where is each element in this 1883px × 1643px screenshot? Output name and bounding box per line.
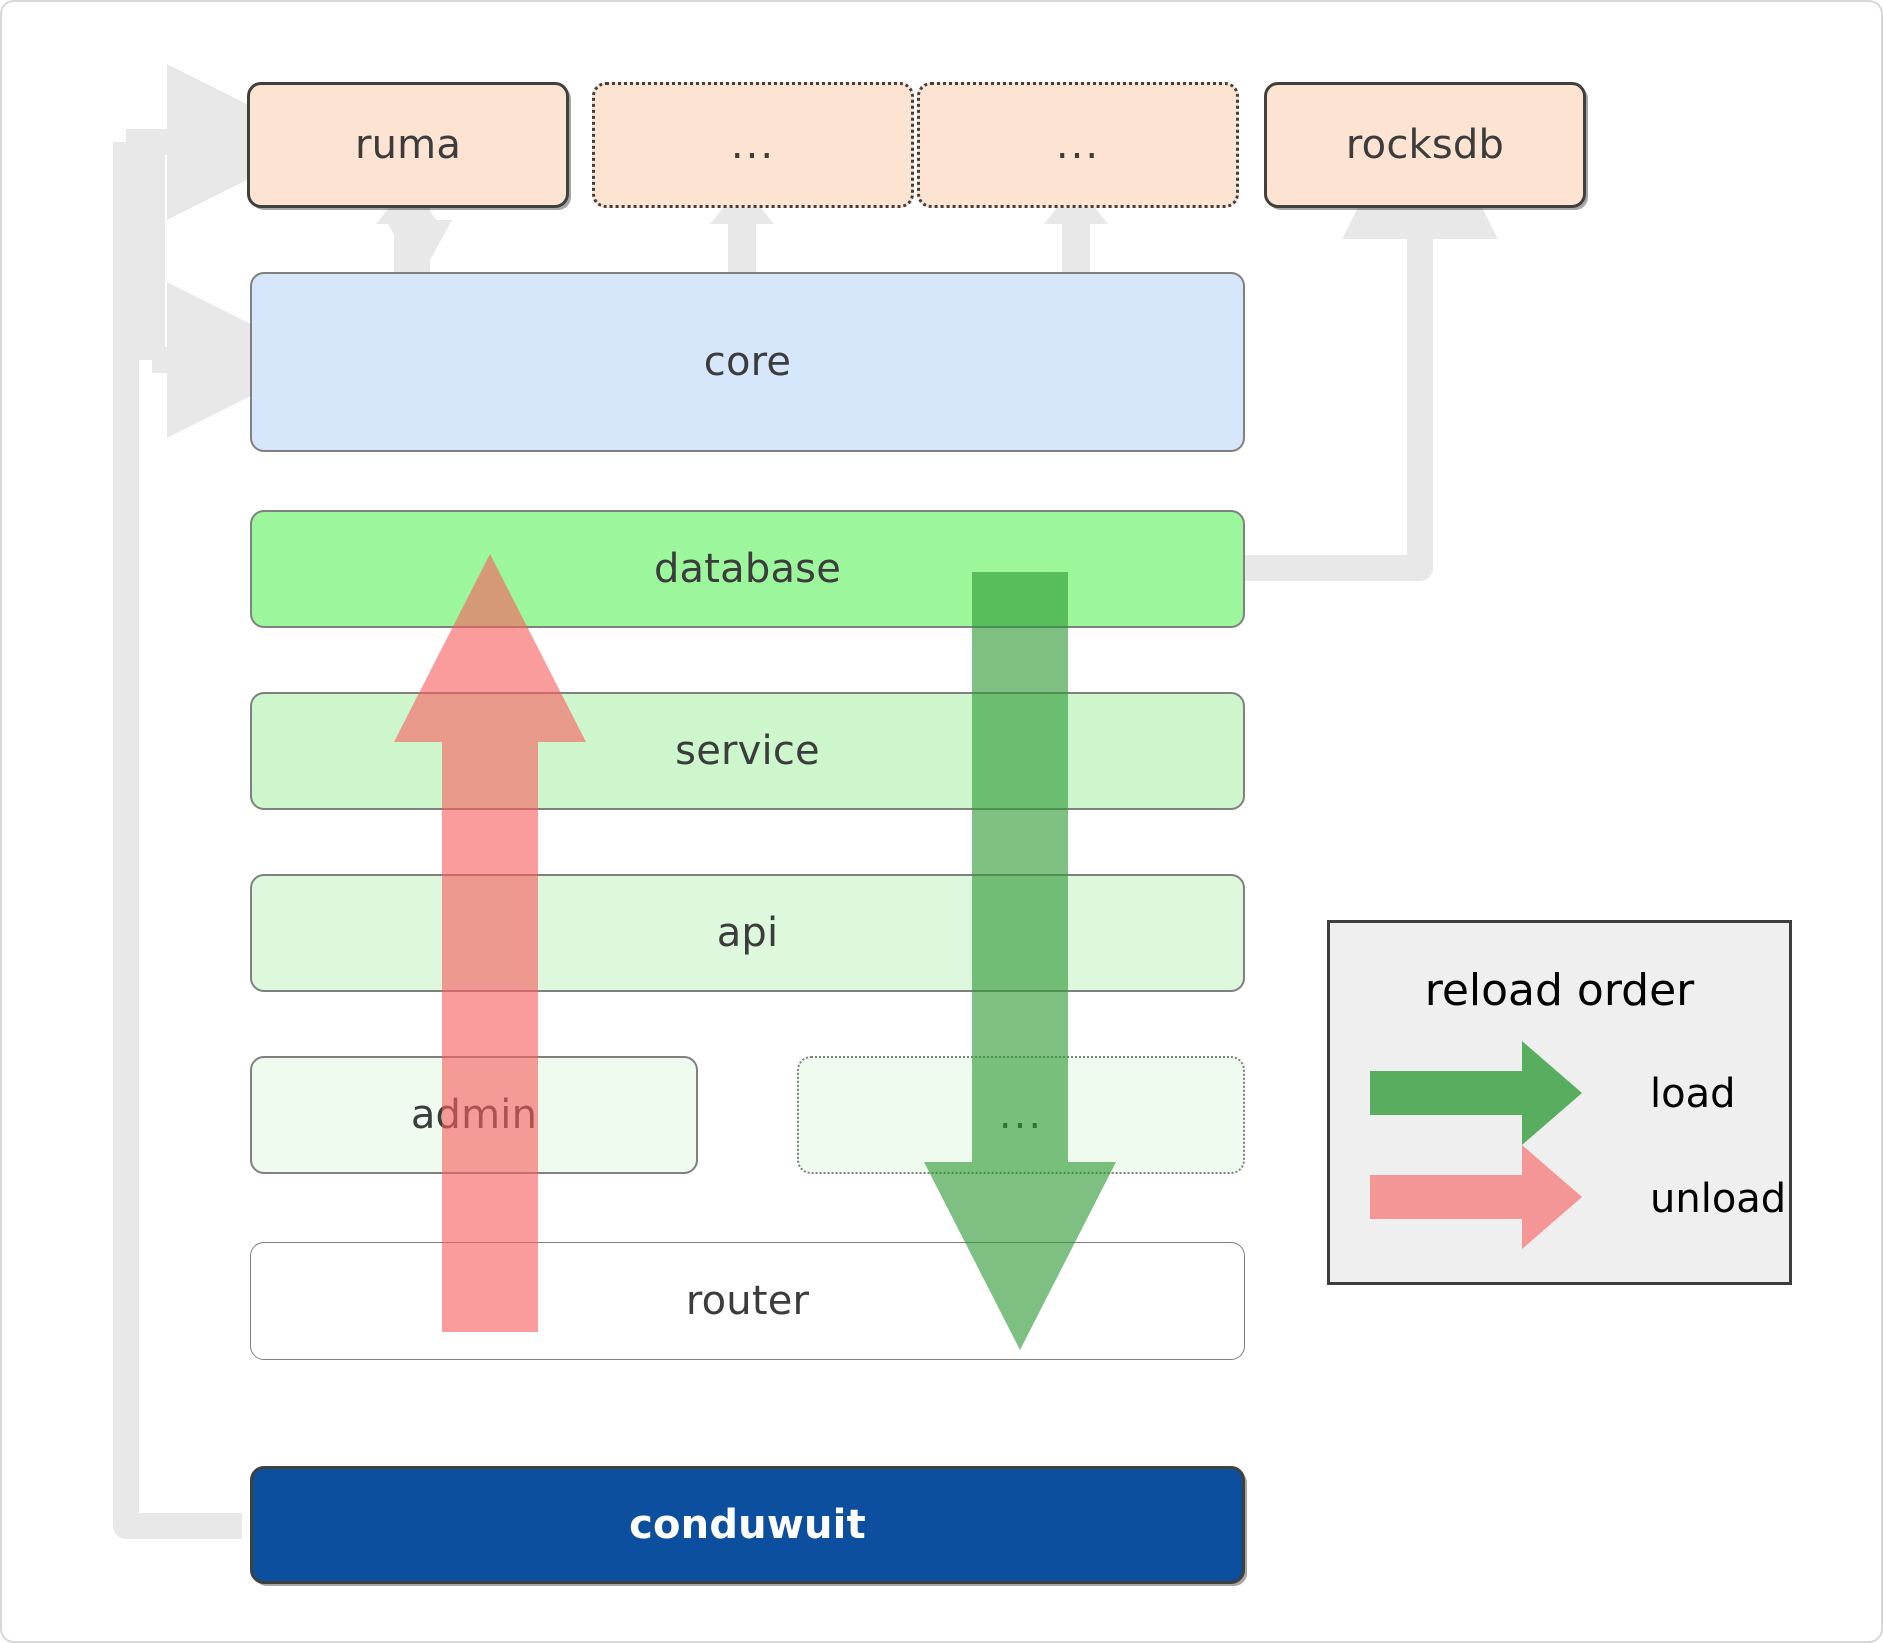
legend-reload-order: reload order load unload <box>1327 920 1792 1285</box>
legend-unload-arrow-icon <box>1370 1145 1582 1249</box>
load-arrow <box>924 572 1116 1350</box>
legend-arrow-swatches <box>1370 1041 1582 1249</box>
node-api[interactable]: api <box>250 874 1245 992</box>
legend-load-arrow-icon <box>1370 1041 1582 1145</box>
legend-title: reload order <box>1424 965 1695 1016</box>
unload-arrow <box>394 554 586 1332</box>
legend-unload-label: unload <box>1650 1176 1787 1222</box>
node-core[interactable]: core <box>250 272 1245 452</box>
legend-load-label: load <box>1650 1071 1736 1117</box>
